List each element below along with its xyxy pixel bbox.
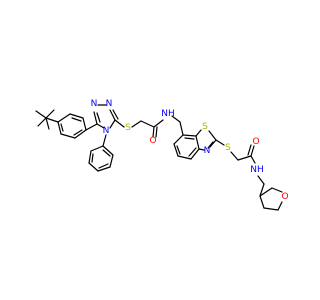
bond xyxy=(73,129,83,136)
bond xyxy=(45,109,55,119)
bond xyxy=(45,117,50,130)
bond xyxy=(82,117,87,131)
bond xyxy=(171,115,181,123)
bond xyxy=(195,129,202,137)
bond xyxy=(140,120,155,128)
bond xyxy=(102,149,111,157)
atom-o-amide-2: O xyxy=(252,137,259,147)
bond xyxy=(88,150,92,164)
atom-s-thioether-1: S xyxy=(125,123,131,133)
bond xyxy=(215,139,225,146)
bond xyxy=(35,110,47,119)
atom-s-thioether-2: S xyxy=(225,143,231,153)
bond xyxy=(257,175,265,185)
bond xyxy=(271,187,283,193)
bond xyxy=(85,123,98,131)
molecule-structure-diagram: N N N S O NH S N S O NH O xyxy=(35,99,289,211)
bond xyxy=(230,151,239,161)
bond xyxy=(173,143,179,157)
bond xyxy=(57,121,62,135)
bond xyxy=(259,187,273,197)
bond xyxy=(37,117,47,127)
bond xyxy=(247,144,252,156)
bond xyxy=(88,162,99,172)
bond xyxy=(179,121,184,136)
bond xyxy=(109,109,116,121)
bond-layer xyxy=(35,104,283,211)
bond xyxy=(60,133,76,139)
bond xyxy=(198,148,205,151)
atom-nh-amide-2: NH xyxy=(250,165,264,175)
bond xyxy=(250,155,256,164)
bond xyxy=(182,134,197,137)
bond xyxy=(93,111,98,125)
bond xyxy=(74,129,87,139)
bond xyxy=(259,183,265,197)
bond xyxy=(188,147,197,157)
atom-nh-amide-1: NH xyxy=(161,109,175,119)
bond xyxy=(109,154,114,168)
bond xyxy=(60,123,64,132)
bond xyxy=(259,195,265,209)
bond xyxy=(208,130,217,141)
bond xyxy=(114,119,125,128)
bond xyxy=(207,141,214,149)
bond xyxy=(184,137,195,140)
bond xyxy=(96,112,101,123)
bond xyxy=(177,155,192,160)
bond xyxy=(57,113,71,123)
atom-label-layer: N N N S O NH S N S O NH O xyxy=(91,99,289,202)
bond xyxy=(250,145,255,157)
bond xyxy=(109,119,116,129)
bond xyxy=(152,126,155,138)
bond xyxy=(71,117,82,122)
bond xyxy=(155,126,158,138)
bond xyxy=(209,139,217,148)
bond xyxy=(90,145,104,152)
atom-o-amide-1: O xyxy=(149,136,156,146)
atom-n-triazole-top: N xyxy=(91,99,98,109)
bond xyxy=(176,145,181,155)
bond xyxy=(102,134,107,147)
bond xyxy=(277,201,283,211)
atom-n-triazole-4: N xyxy=(103,126,110,136)
bond xyxy=(112,109,119,120)
atom-o-thf: O xyxy=(281,192,288,202)
bond xyxy=(195,135,200,150)
bond xyxy=(97,166,111,172)
bond xyxy=(190,148,200,160)
atom-n-triazole-right: N xyxy=(106,99,113,109)
molecule-canvas: N N N S O NH S N S O NH O xyxy=(35,99,289,211)
bond xyxy=(263,207,279,211)
bond xyxy=(45,117,59,123)
bond xyxy=(102,145,114,156)
bond xyxy=(96,123,105,129)
bond xyxy=(69,113,84,119)
bond xyxy=(98,163,109,169)
atom-s-benzothiazole: S xyxy=(202,122,208,132)
bond xyxy=(91,153,94,163)
bond xyxy=(153,119,164,128)
bond xyxy=(131,120,142,128)
bond xyxy=(237,155,252,161)
bond xyxy=(173,134,184,145)
atom-n-benzothiazole: N xyxy=(204,146,211,156)
